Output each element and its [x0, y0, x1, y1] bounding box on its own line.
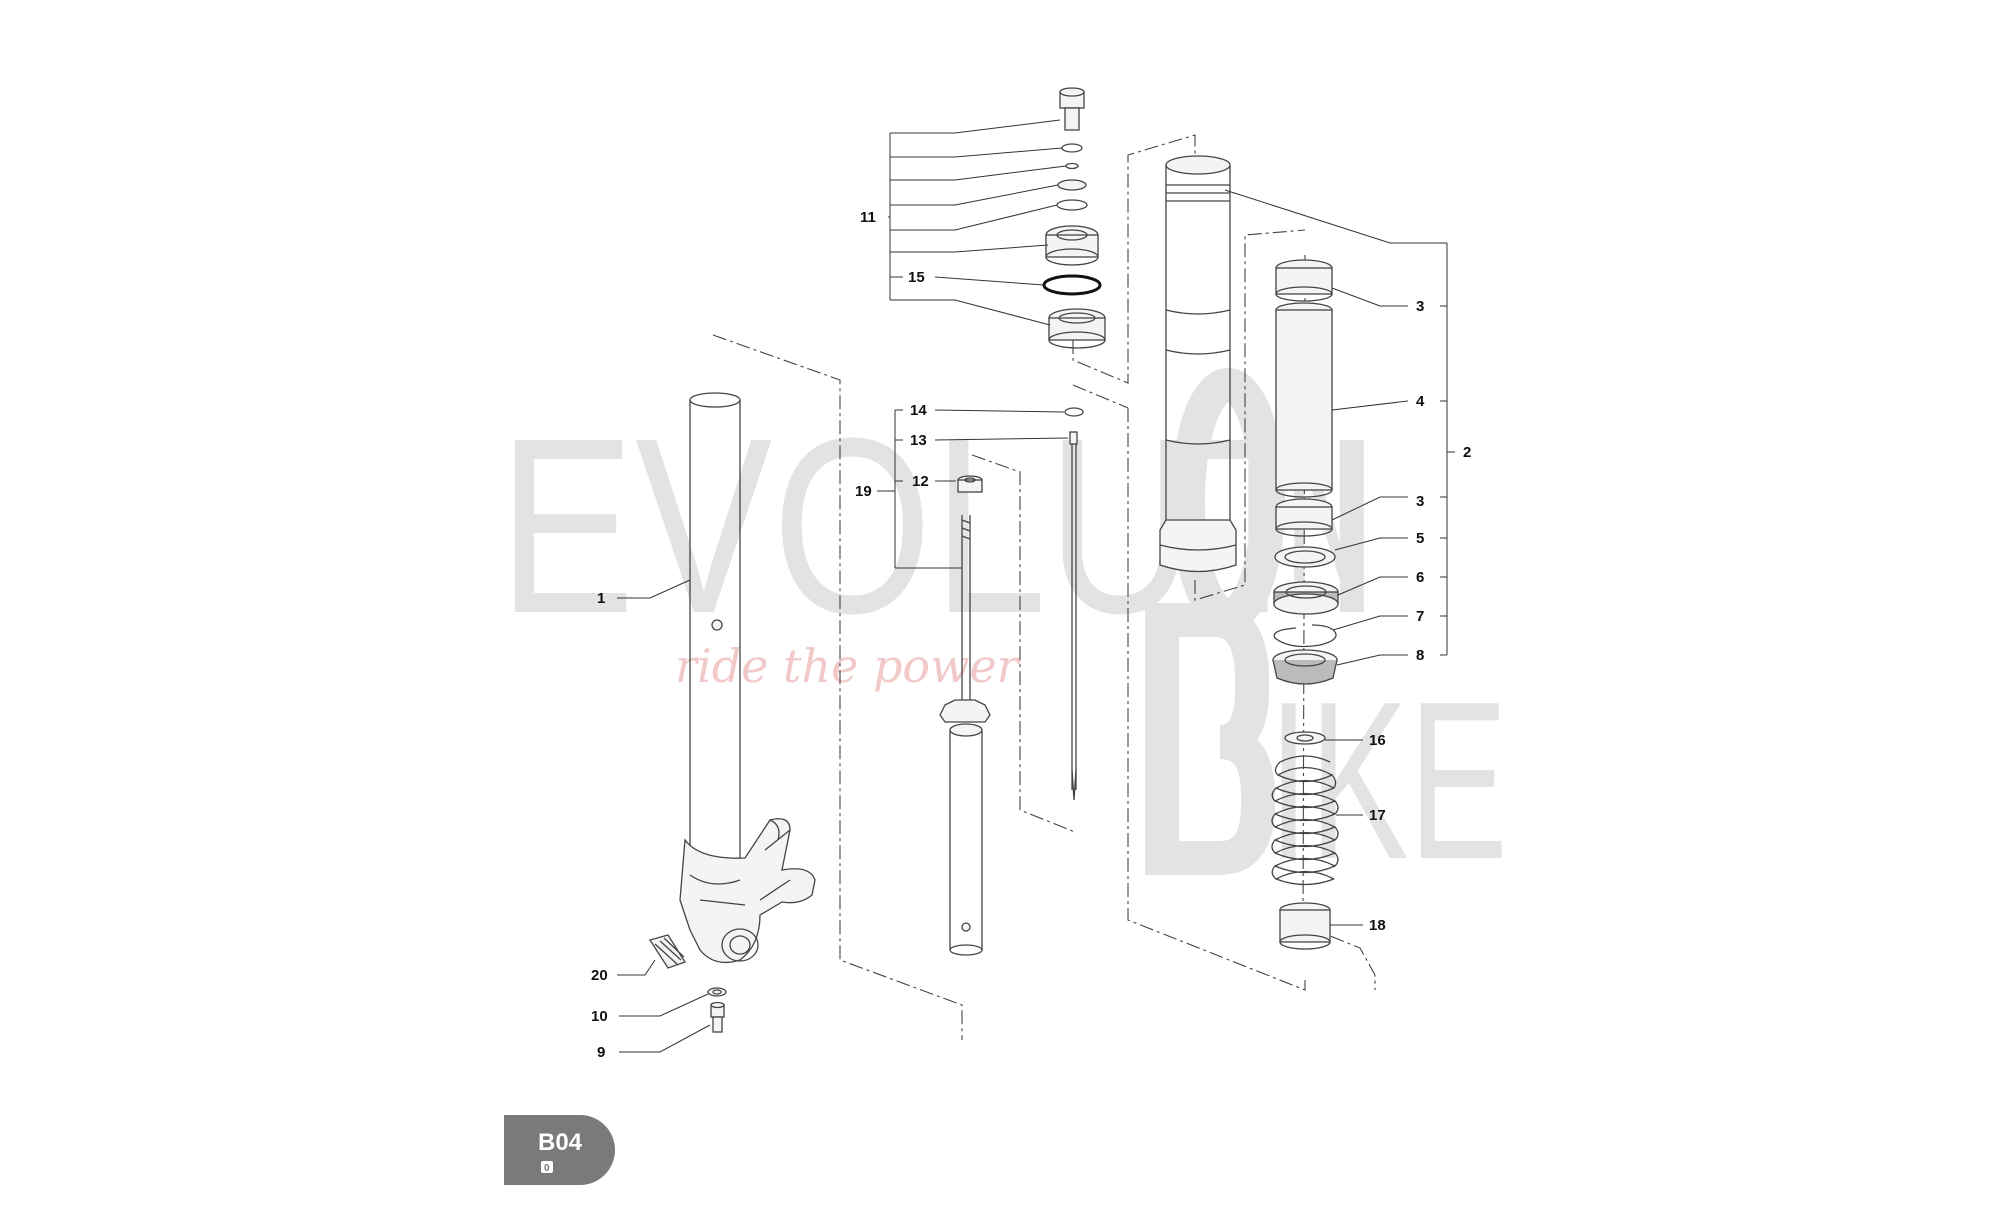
damper-cartridge: [939, 515, 991, 956]
adjuster-rod: [1069, 431, 1078, 801]
top-cap-assembly: [1045, 87, 1099, 266]
reflector: [648, 934, 686, 969]
lock-nut: [957, 475, 983, 493]
callout-3-upper: 3: [1416, 298, 1424, 315]
callout-12: 12: [912, 473, 929, 490]
callout-4: 4: [1416, 393, 1425, 410]
callout-5: 5: [1416, 530, 1424, 547]
preload-spacer: [1279, 902, 1331, 950]
callout-15: 15: [908, 269, 925, 286]
outline-stanchion-left: [1127, 408, 1306, 991]
callout-labels: 1 2 3 3 4 5 6 7 8 9 10 11 12 13 14 15 16…: [591, 209, 1471, 1061]
o-ring: [1042, 274, 1102, 296]
outline-rod-column: [1072, 384, 1129, 409]
spacer-tube: [1275, 302, 1333, 498]
callout-1: 1: [597, 590, 605, 607]
outline-cartridge: [971, 454, 1076, 833]
badge-sub: 0: [544, 1163, 550, 1174]
lower-bushing: [1275, 498, 1333, 537]
callout-3-lower: 3: [1416, 493, 1424, 510]
oil-seal: [1273, 581, 1339, 615]
spring-washer: [1284, 731, 1326, 745]
axle-bolt: [710, 1001, 725, 1033]
callout-10: 10: [591, 1008, 608, 1025]
upper-bushing: [1275, 259, 1333, 302]
circlip: [1273, 624, 1337, 648]
callout-11: 11: [860, 209, 876, 226]
callout-9: 9: [597, 1044, 605, 1061]
callout-6: 6: [1416, 569, 1424, 586]
outline-stanchion: [1194, 229, 1306, 601]
dust-seal: [1272, 649, 1338, 685]
outline-outer-tube: [712, 334, 963, 1040]
badge-code: B04: [538, 1129, 583, 1156]
callout-8: 8: [1416, 647, 1424, 664]
leader-lines: [617, 119, 1455, 1053]
watermark-letter-b: [1145, 603, 1275, 875]
cap-bushing: [1048, 308, 1106, 349]
callout-17: 17: [1369, 807, 1386, 824]
watermark: EVOLUTI N IKE ride the power: [498, 368, 1508, 906]
diagram-code-badge: B04 0: [504, 1115, 615, 1185]
outline-cap-to-stanchion: [1072, 134, 1196, 384]
callout-13: 13: [910, 432, 927, 449]
callout-2: 2: [1463, 444, 1471, 461]
callout-18: 18: [1369, 917, 1386, 934]
callout-16: 16: [1369, 732, 1386, 749]
callout-7: 7: [1416, 608, 1424, 625]
outer-fork-leg: [679, 392, 816, 964]
inner-stanchion-tube: [1159, 155, 1237, 573]
callout-14: 14: [910, 402, 927, 419]
watermark-slogan: ride the power: [675, 639, 1022, 693]
callout-20: 20: [591, 967, 608, 984]
seal-washer: [1274, 546, 1336, 568]
washer: [707, 987, 727, 997]
fork-spring: [1271, 755, 1339, 886]
rod-washer: [1064, 407, 1084, 417]
callout-19: 19: [855, 483, 872, 500]
